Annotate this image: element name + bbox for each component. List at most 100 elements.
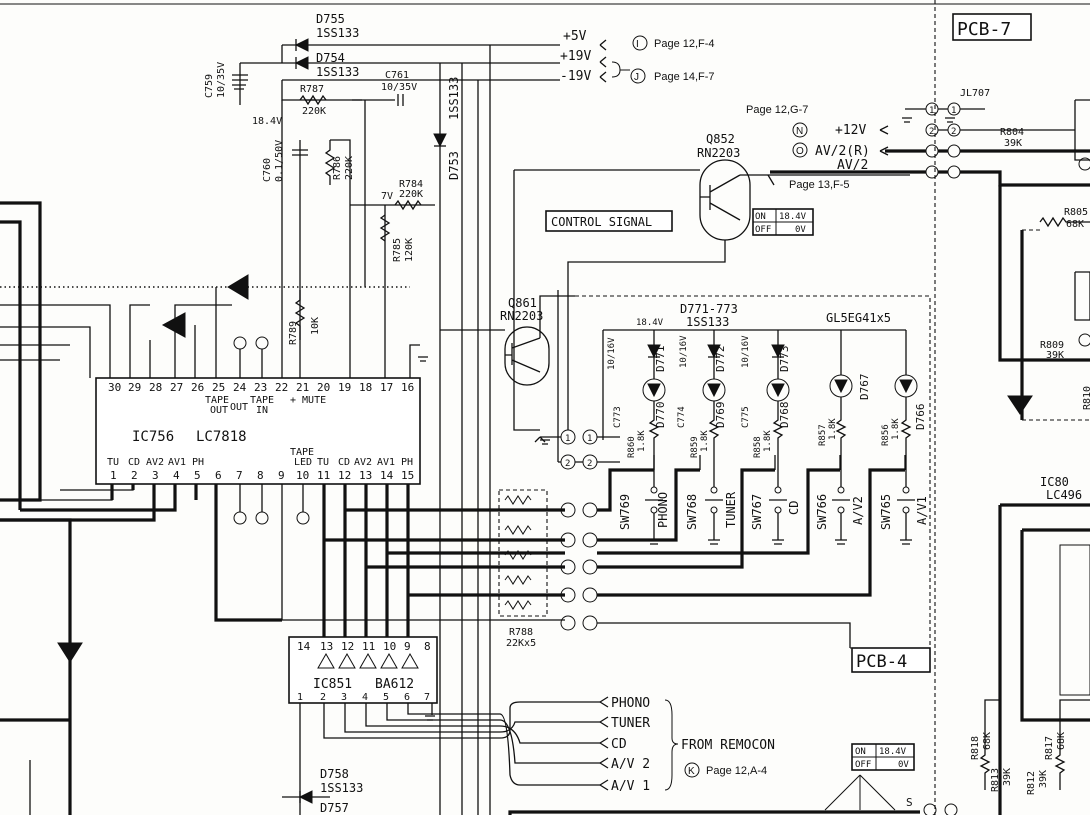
capacitor-c759: C759 10/35V (204, 62, 248, 98)
svg-text:AV2: AV2 (146, 457, 164, 468)
pin16-ground (409, 344, 420, 378)
svg-text:1SS133: 1SS133 (316, 26, 359, 40)
svg-text:0V: 0V (898, 760, 909, 770)
resistor-r804: R804 39K (1000, 127, 1024, 149)
resistor-r784: R784 220K 7V (381, 179, 423, 211)
jumper-jl707: JL707 (960, 88, 990, 99)
svg-text:10/16V: 10/16V (741, 335, 751, 368)
svg-text:39K: 39K (1038, 770, 1049, 788)
svg-text:S: S (906, 796, 913, 809)
svg-text:Q861: Q861 (508, 296, 537, 310)
svg-text:RN2203: RN2203 (500, 309, 543, 323)
svg-text:120K: 120K (404, 238, 415, 262)
svg-text:10/16V: 10/16V (607, 337, 617, 370)
svg-text:1: 1 (951, 106, 956, 116)
svg-text:FROM REMOCON: FROM REMOCON (681, 738, 775, 753)
switch-sw766: SW766 A/V2 (815, 455, 865, 540)
svg-text:CD: CD (128, 457, 140, 468)
svg-text:2: 2 (929, 127, 934, 137)
svg-text:39K: 39K (1002, 768, 1013, 786)
svg-text:1: 1 (565, 434, 570, 444)
svg-text:IN: IN (256, 405, 268, 416)
svg-text:24: 24 (233, 381, 247, 394)
svg-text:R858: R858 (753, 436, 763, 458)
svg-text:AV1: AV1 (168, 457, 186, 468)
on-off-table-1: ON 18.4V OFF 0V (752, 208, 814, 236)
svg-text:CD: CD (787, 501, 801, 515)
resistor-r789: R789 10K (288, 290, 321, 345)
svg-text:12: 12 (338, 469, 351, 482)
svg-text:TU: TU (107, 457, 119, 468)
led-d767: D767 R857 1.8K (818, 330, 871, 455)
svg-text:12: 12 (341, 640, 354, 653)
svg-text:3: 3 (341, 692, 347, 703)
svg-text:9: 9 (404, 640, 411, 653)
pcb7-label-box (952, 13, 1032, 41)
svg-text:A/V2: A/V2 (851, 496, 865, 525)
svg-text:R804: R804 (1000, 127, 1024, 138)
svg-text:D754: D754 (316, 51, 345, 65)
svg-text:1.8K: 1.8K (763, 430, 773, 452)
svg-text:1.8K: 1.8K (828, 418, 838, 440)
svg-text:220K: 220K (399, 189, 423, 200)
led-column-2: D772 D769 10/16V C774 R859 1.8K (677, 330, 727, 458)
svg-text:5: 5 (194, 469, 201, 482)
svg-text:R785: R785 (392, 238, 403, 262)
resistor-r809: R809 39K (1040, 340, 1064, 361)
svg-text:LC7818: LC7818 (196, 429, 247, 445)
signal-arrow-left-2 (161, 312, 186, 338)
svg-text:PH: PH (192, 457, 204, 468)
svg-text:18.4V: 18.4V (879, 747, 907, 757)
svg-text:ON: ON (755, 212, 766, 222)
svg-text:8: 8 (424, 640, 431, 653)
on-off-table-2: ON 18.4V OFF 0V (851, 743, 915, 771)
svg-text:10/35V: 10/35V (381, 82, 417, 93)
svg-text:R859: R859 (690, 436, 700, 458)
svg-text:C773: C773 (613, 406, 623, 428)
resistor-r805: R805 68K (1039, 207, 1090, 230)
switch-sw769: SW769 PHONO (618, 455, 670, 540)
svg-text:CD: CD (338, 457, 350, 468)
svg-text:-19V: -19V (560, 69, 591, 84)
svg-text:39K: 39K (1004, 138, 1022, 149)
svg-text:2: 2 (565, 459, 570, 469)
svg-text:D766: D766 (914, 404, 927, 431)
svg-text:8: 8 (257, 469, 264, 482)
svg-text:2: 2 (951, 127, 956, 137)
svg-text:O: O (796, 146, 804, 157)
svg-text:A/V 1: A/V 1 (611, 779, 650, 794)
svg-text:D772: D772 (714, 346, 727, 373)
svg-text:D767: D767 (858, 374, 871, 401)
svg-text:TAPE: TAPE (205, 395, 229, 406)
svg-text:R860: R860 (627, 436, 637, 458)
remocon-inputs: PHONO TUNER CD A/V 2 A/V 1 FROM REMOCON … (499, 696, 775, 794)
svg-text:13: 13 (359, 469, 372, 482)
connector-pcb7: 1 1 2 2 (925, 102, 961, 179)
svg-text:11: 11 (317, 469, 330, 482)
svg-text:IC851: IC851 (313, 677, 352, 692)
ref-page-12-g7: Page 12,G-7 (746, 104, 808, 116)
svg-text:25: 25 (212, 381, 225, 394)
switch-sw768: SW768 TUNER (685, 455, 738, 540)
svg-text:220K: 220K (344, 156, 355, 180)
svg-text:7V: 7V (381, 191, 393, 202)
svg-text:RN2203: RN2203 (697, 146, 740, 160)
svg-text:TUNER: TUNER (724, 491, 738, 528)
svg-text:18.4V: 18.4V (636, 318, 664, 328)
svg-text:R809: R809 (1040, 340, 1064, 351)
svg-text:C774: C774 (677, 406, 687, 428)
control-signal-box: CONTROL SIGNAL (545, 210, 673, 232)
ref-j-marker: J Page 14,F-7 (630, 68, 715, 84)
svg-text:4: 4 (173, 469, 180, 482)
svg-text:TAPE: TAPE (250, 395, 274, 406)
svg-text:18: 18 (359, 381, 372, 394)
connector-pcb4-left: 1 1 2 2 (560, 429, 598, 631)
svg-text:A/V 2: A/V 2 (611, 757, 650, 772)
svg-text:OUT: OUT (210, 405, 228, 416)
svg-text:10: 10 (296, 469, 309, 482)
ic756-block: 30 29 28 27 26 25 24 23 22 21 20 19 18 1… (95, 377, 421, 485)
svg-text:2: 2 (320, 692, 326, 703)
svg-text:1SS133: 1SS133 (320, 781, 363, 795)
svg-text:IC80: IC80 (1040, 475, 1069, 489)
